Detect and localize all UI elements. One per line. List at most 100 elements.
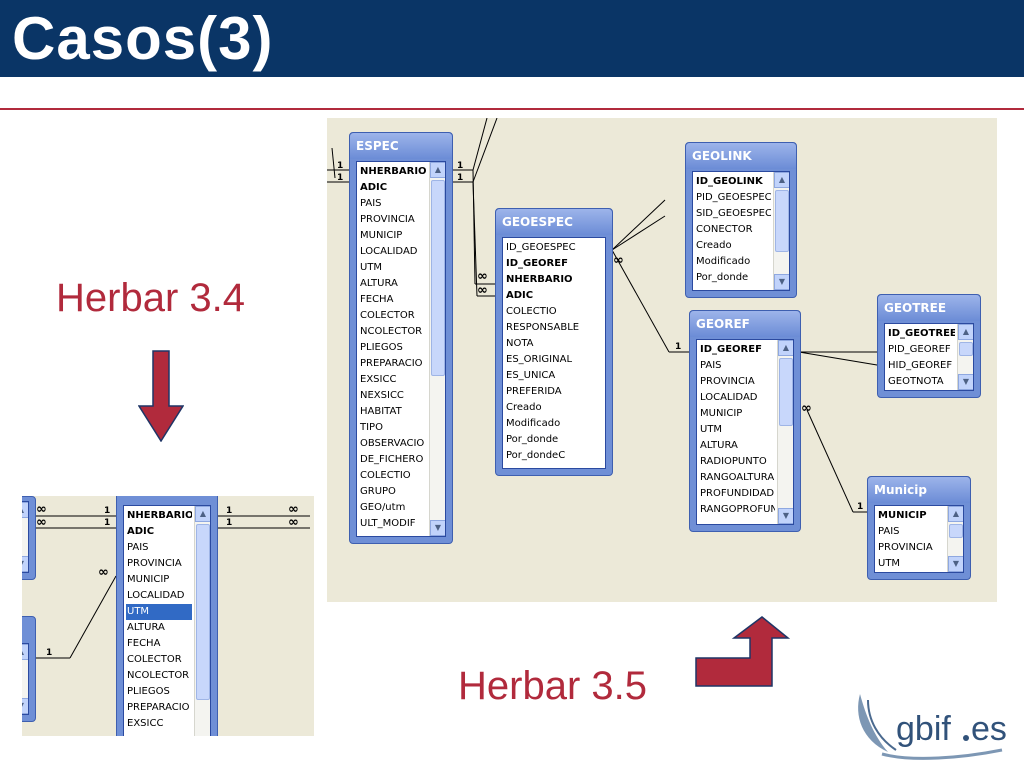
field-item[interactable]: LOCALIDAD bbox=[360, 246, 418, 257]
field-item[interactable]: PAIS bbox=[127, 542, 149, 553]
field-item[interactable]: PREPARACIO bbox=[360, 358, 423, 369]
field-item[interactable]: SID_GEOESPEC bbox=[696, 208, 771, 219]
scrollbar[interactable]: ▲ bbox=[194, 506, 210, 736]
table-title[interactable]: ESPEC bbox=[350, 133, 452, 159]
field-item[interactable]: Modificado bbox=[506, 418, 561, 429]
field-item[interactable]: RADIOPUNTO bbox=[700, 456, 767, 467]
field-item[interactable]: HID_GEOREF bbox=[888, 360, 953, 371]
scroll-up-icon[interactable]: ▲ bbox=[774, 172, 789, 188]
table-title[interactable]: GEOREF bbox=[690, 311, 800, 337]
table-partial-left[interactable]: ▲ ▼ bbox=[22, 496, 36, 580]
field-item[interactable]: LOCALIDAD bbox=[127, 590, 185, 601]
field-item[interactable]: NHERBARIO bbox=[360, 166, 427, 177]
field-item[interactable]: CONECTOR bbox=[696, 224, 753, 235]
field-item[interactable]: UTM bbox=[126, 604, 192, 620]
field-item[interactable]: OBSERVACIO bbox=[360, 438, 425, 449]
field-item[interactable]: Por_donde bbox=[506, 434, 559, 445]
field-item[interactable]: RANGOPROFUN bbox=[700, 504, 775, 515]
field-item[interactable]: PLIEGOS bbox=[360, 342, 403, 353]
field-item[interactable]: ID_GEOLINK bbox=[696, 176, 763, 187]
field-item[interactable]: PROVINCIA bbox=[878, 542, 933, 553]
scroll-up-icon[interactable]: ▲ bbox=[22, 502, 28, 518]
scroll-down-icon[interactable]: ▼ bbox=[430, 520, 445, 536]
field-item[interactable]: NHERBARIO bbox=[127, 510, 192, 521]
scroll-thumb[interactable] bbox=[949, 524, 963, 538]
field-item[interactable]: PID_GEOESPEC bbox=[696, 192, 771, 203]
field-item[interactable]: MUNICIP bbox=[127, 574, 170, 585]
table-geolink[interactable]: GEOLINK ID_GEOLINK PID_GEOESPEC SID_GEOESP… bbox=[685, 142, 797, 298]
field-item[interactable]: HABITAT bbox=[360, 406, 402, 417]
field-item[interactable]: COLECTOR bbox=[360, 310, 415, 321]
field-item[interactable]: MUNICIP bbox=[878, 510, 927, 521]
scrollbar[interactable]: ▲ ▼ bbox=[777, 340, 793, 524]
field-item[interactable]: NCOLECTOR bbox=[360, 326, 423, 337]
field-item[interactable]: PID_GEOREF bbox=[888, 344, 951, 355]
field-item[interactable]: Modificado bbox=[696, 256, 751, 267]
scrollbar[interactable]: ▲ ▼ bbox=[22, 502, 28, 572]
scroll-down-icon[interactable]: ▼ bbox=[22, 698, 28, 714]
field-item[interactable]: ALTURA bbox=[700, 440, 738, 451]
scroll-down-icon[interactable]: ▼ bbox=[774, 274, 789, 290]
field-item[interactable]: NEXSICC bbox=[360, 390, 404, 401]
field-item[interactable]: EXSICC bbox=[127, 718, 164, 729]
field-item[interactable]: FECHA bbox=[360, 294, 394, 305]
field-item[interactable]: ADIC bbox=[506, 290, 534, 301]
field-item[interactable]: PROVINCIA bbox=[360, 214, 415, 225]
scrollbar[interactable]: ▲ ▼ bbox=[429, 162, 445, 536]
field-item[interactable]: ALTURA bbox=[360, 278, 398, 289]
field-item[interactable]: ES_UNICA bbox=[506, 370, 556, 381]
field-item[interactable]: Por_dondeC bbox=[506, 450, 566, 461]
field-item[interactable]: RANGOALTURA bbox=[700, 472, 775, 483]
field-item[interactable]: COLECTIO bbox=[360, 470, 411, 481]
scroll-down-icon[interactable]: ▼ bbox=[948, 556, 963, 572]
table-title[interactable]: GEOTREE bbox=[878, 295, 980, 321]
table-title[interactable]: GEOLINK bbox=[686, 143, 796, 169]
field-item[interactable]: ID_GEOREF bbox=[506, 258, 568, 269]
field-item[interactable]: NHERBARIO bbox=[506, 274, 573, 285]
scrollbar[interactable]: ▲ ▼ bbox=[957, 324, 973, 390]
field-item[interactable]: UTM bbox=[700, 424, 723, 435]
scroll-up-icon[interactable]: ▲ bbox=[778, 340, 793, 356]
field-item[interactable]: ES_ORIGINAL bbox=[506, 354, 573, 365]
table-partial-left-lower[interactable]: ▲ ▼ bbox=[22, 616, 36, 722]
field-item[interactable]: PROFUNDIDAD bbox=[700, 488, 775, 499]
scroll-down-icon[interactable]: ▼ bbox=[22, 556, 28, 572]
field-item[interactable]: GEO/utm bbox=[360, 502, 406, 513]
field-item[interactable]: GEOTNOTA bbox=[888, 376, 944, 387]
field-item[interactable]: PROVINCIA bbox=[127, 558, 182, 569]
field-item[interactable]: LOCALIDAD bbox=[700, 392, 758, 403]
field-item[interactable]: DE_FICHERO bbox=[360, 454, 424, 465]
scrollbar[interactable]: ▲ ▼ bbox=[22, 644, 28, 714]
field-item[interactable]: UTM bbox=[878, 558, 901, 569]
field-item[interactable]: NOTA bbox=[506, 338, 534, 349]
field-item[interactable]: COLECTIO bbox=[506, 306, 557, 317]
scroll-down-icon[interactable]: ▼ bbox=[958, 374, 973, 390]
scroll-thumb[interactable] bbox=[431, 180, 445, 376]
field-item[interactable]: GRUPO bbox=[360, 486, 396, 497]
field-item[interactable]: NCOLECTOR bbox=[127, 670, 190, 681]
field-item[interactable]: ADIC bbox=[360, 182, 388, 193]
scrollbar[interactable]: ▲ ▼ bbox=[947, 506, 963, 572]
scroll-down-icon[interactable]: ▼ bbox=[778, 508, 793, 524]
scroll-up-icon[interactable]: ▲ bbox=[948, 506, 963, 522]
field-item[interactable]: EXSICC bbox=[360, 374, 397, 385]
scroll-up-icon[interactable]: ▲ bbox=[195, 506, 210, 522]
field-item[interactable]: COLECTOR bbox=[127, 654, 182, 665]
scroll-up-icon[interactable]: ▲ bbox=[22, 644, 28, 660]
field-item[interactable]: TIPO bbox=[360, 422, 383, 433]
field-item[interactable]: PREPARACIO bbox=[127, 702, 190, 713]
scrollbar[interactable]: ▲ ▼ bbox=[773, 172, 789, 290]
table-title[interactable]: GEOESPEC bbox=[496, 209, 612, 235]
field-item[interactable]: Creado bbox=[696, 240, 732, 251]
